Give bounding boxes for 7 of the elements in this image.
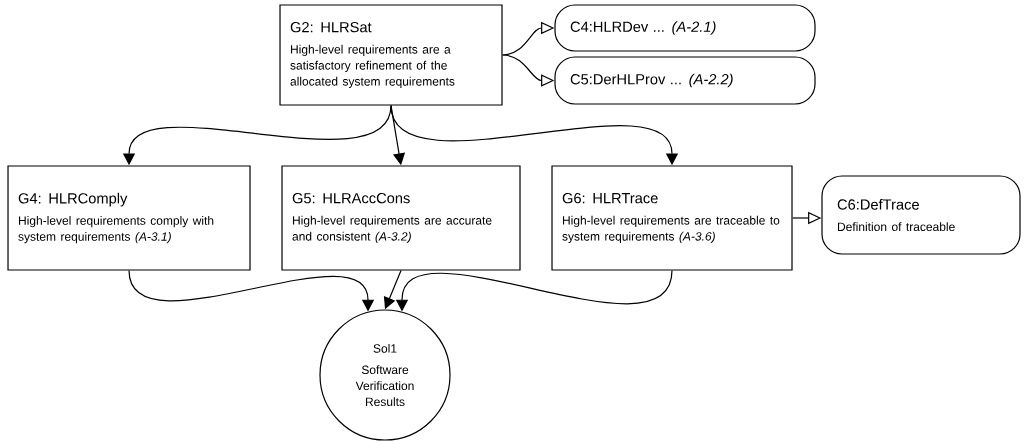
goal-box: G4: HLRComply High-level requirements comply with system requirements (A-3.1) (7, 165, 251, 271)
goal-box: G6: HLRTrace High-level requirements are traceable to system requirements (A-3.6) (551, 165, 793, 271)
context-box: C6:DefTrace Definition of traceable (821, 175, 1021, 255)
goal-box: G5: HLRAccCons High-level requirements are accurate and consistent (A-3.2) (281, 165, 521, 271)
context-box: C4:HLRDev ... (A-2.1) (554, 4, 816, 52)
context-box: C5:DerHLProv ... (A-2.2) (554, 56, 816, 105)
goal-box: G2: HLRSat High-level requirements are a satisfactory refinement of the allocated system requirements (279, 4, 503, 106)
